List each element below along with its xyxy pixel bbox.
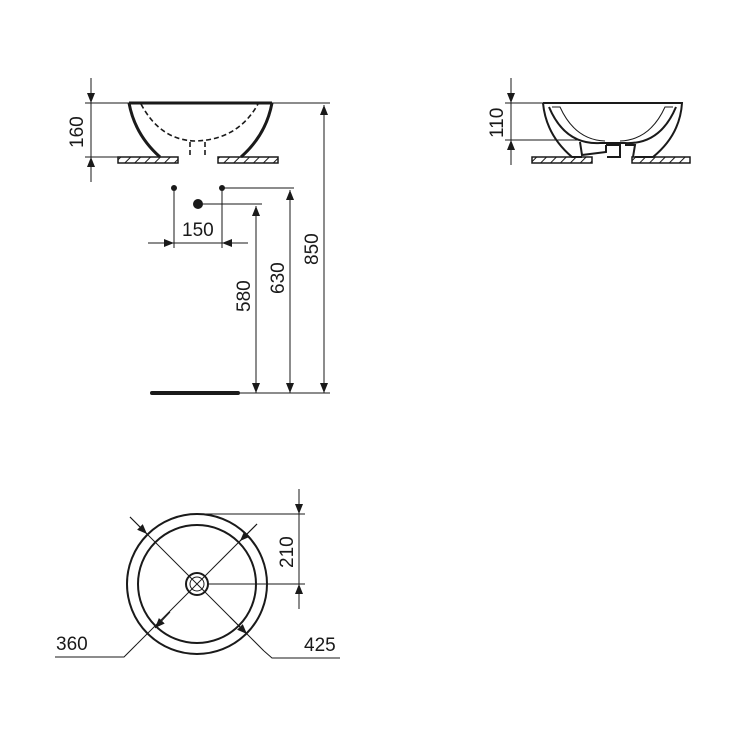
countertop-left (117, 156, 179, 164)
dimension-tap-height-630: 630 (268, 262, 289, 294)
waste-outlet-hidden-line (189, 142, 206, 157)
dimension-rim-height-850: 850 (302, 233, 323, 265)
dimension-waste-height-580: 580 (234, 280, 255, 312)
basin-outline (127, 101, 274, 159)
side-view: 160 150 580 630 850 (67, 78, 330, 395)
dimension-bowl-depth-110: 110 (487, 108, 508, 138)
countertop-section-right (631, 156, 691, 164)
countertop-section-left (531, 156, 593, 164)
dimension-height-160: 160 (67, 116, 88, 148)
dimension-waste-offset-210: 210 (277, 536, 298, 568)
dimension-inner-diameter-360: 360 (56, 634, 88, 655)
countertop-right (217, 156, 279, 164)
basin-inner-hidden-line (140, 103, 259, 142)
waste-inner-ring (189, 576, 205, 592)
plan-view: 360 425 210 (55, 489, 340, 659)
waste-outlet-section (579, 141, 637, 158)
section-view: 110 (487, 78, 691, 165)
dimension-outer-diameter-425: 425 (304, 635, 336, 656)
basin-section-inner (548, 106, 677, 145)
dimension-tap-spacing-150: 150 (182, 220, 214, 241)
